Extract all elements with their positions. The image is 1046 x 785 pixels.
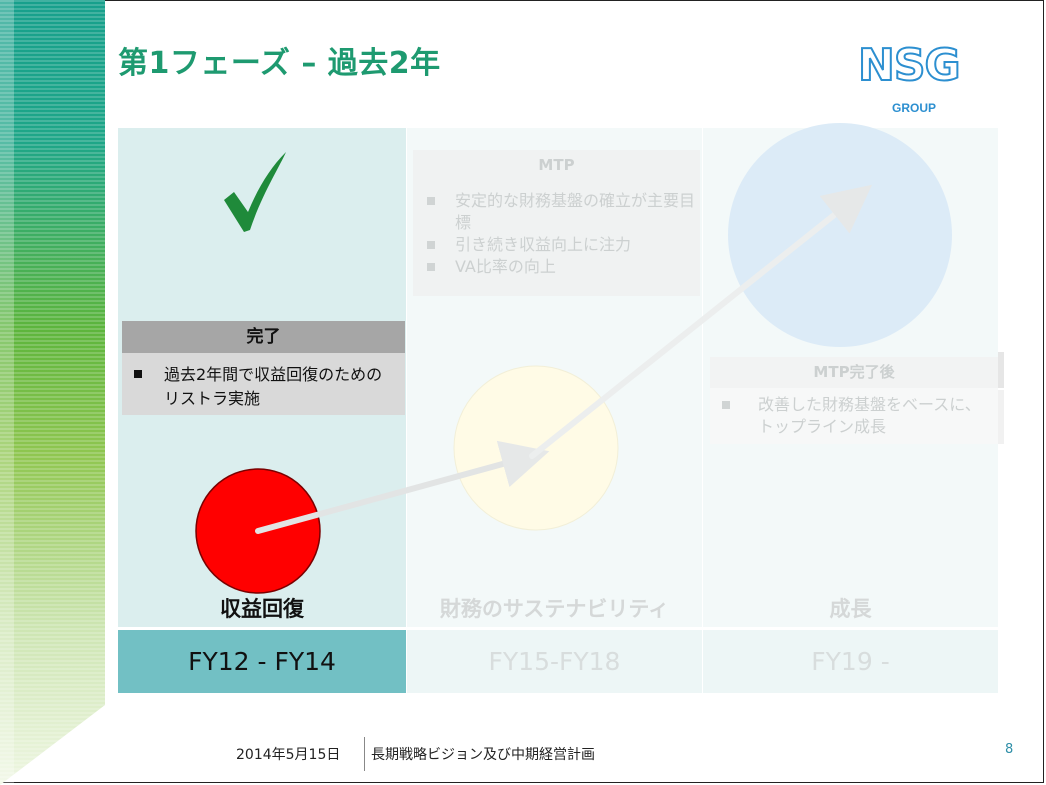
completed-status-body: 過去2年間で収益回復のためのリストラ実施 bbox=[122, 353, 405, 415]
period-fy15-fy18: FY15-FY18 bbox=[407, 630, 702, 693]
mtp-box: MTP 安定的な財務基盤の確立が主要目標 引き続き収益向上に注力 VA比率の向上 bbox=[413, 150, 700, 296]
mtp-item-text: VA比率の向上 bbox=[455, 257, 556, 276]
page-number: 8 bbox=[1005, 742, 1014, 757]
completed-status-text: 過去2年間で収益回復のためのリストラ実施 bbox=[164, 365, 383, 408]
bullet-square-icon bbox=[427, 197, 435, 205]
edge-marker bbox=[998, 390, 1004, 444]
left-decorative-band bbox=[0, 0, 105, 785]
phase1-label: 収益回復 bbox=[220, 597, 304, 621]
period-fy12-fy14: FY12 - FY14 bbox=[118, 630, 406, 693]
period-fy19: FY19 - bbox=[703, 630, 998, 693]
edge-marker bbox=[998, 352, 1004, 388]
phase2-label: 財務のサステナビリティ bbox=[439, 597, 670, 621]
completed-status-header: 完了 bbox=[122, 321, 405, 353]
footer-title: 長期戦略ビジョン及び中期経営計画 bbox=[371, 747, 595, 763]
slide-title: 第1フェーズ – 過去2年 bbox=[118, 46, 441, 81]
bullet-square-icon bbox=[427, 263, 435, 271]
bullet-square-icon bbox=[722, 401, 730, 409]
mtp-item: 安定的な財務基盤の確立が主要目標 bbox=[427, 190, 696, 234]
mtp-item-text: 安定的な財務基盤の確立が主要目標 bbox=[455, 191, 696, 232]
logo-wordmark: NSG bbox=[857, 40, 962, 91]
mtp-item: VA比率の向上 bbox=[427, 256, 695, 278]
mtp-box-title: MTP bbox=[538, 156, 575, 174]
logo-subtext: GROUP bbox=[892, 101, 937, 115]
post-mtp-text: 改善した財務基盤をベースに、トップライン成長 bbox=[758, 395, 981, 436]
mtp-item-text: 引き続き収益向上に注力 bbox=[455, 235, 632, 254]
nsg-group-logo: NSG GROUP bbox=[857, 40, 984, 122]
footer-date: 2014年5月15日 bbox=[236, 747, 341, 763]
bullet-square-icon bbox=[427, 241, 435, 249]
mtp-item: 引き続き収益向上に注力 bbox=[427, 234, 695, 256]
post-mtp-header: MTP完了後 bbox=[710, 357, 998, 388]
phase3-label: 成長 bbox=[829, 597, 872, 621]
checkmark-icon bbox=[224, 152, 286, 232]
footer-divider bbox=[364, 737, 365, 771]
post-mtp-body: 改善した財務基盤をベースに、トップライン成長 bbox=[710, 388, 998, 444]
bullet-square-icon bbox=[134, 370, 142, 378]
